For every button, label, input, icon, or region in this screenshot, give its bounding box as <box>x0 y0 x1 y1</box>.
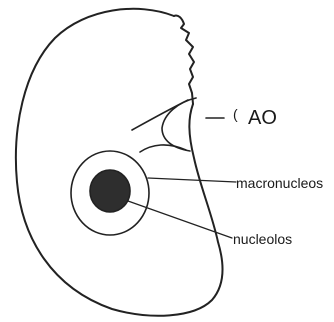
nucleolus-pointer-line <box>128 201 232 238</box>
nucleolus <box>90 170 130 212</box>
ao-label: AO <box>248 107 277 129</box>
cell-outline <box>16 9 223 316</box>
macronucleus-pointer-line <box>148 178 236 182</box>
oral-apparatus-line-upper <box>132 100 188 130</box>
macronucleus-label: macronucleos <box>236 175 323 191</box>
ao-mark: ( <box>233 106 238 122</box>
nucleolus-label: nucleolos <box>233 231 292 247</box>
cell-torn-edge <box>174 15 194 104</box>
